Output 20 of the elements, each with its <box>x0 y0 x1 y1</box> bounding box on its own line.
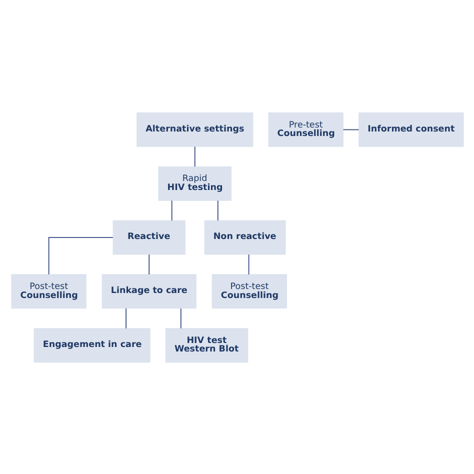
connector <box>180 308 181 328</box>
connector <box>170 200 172 220</box>
node-box: Informed consent <box>358 112 464 146</box>
node-box: Linkage to care <box>101 274 196 308</box>
node-box: Rapid HIV testing <box>158 166 232 200</box>
node-box: Non reactive <box>204 220 286 254</box>
node-box: HIV test Western Blot <box>164 328 248 362</box>
node-box: Post-test Counselling <box>211 274 287 308</box>
node-box: Alternative settings <box>136 112 253 146</box>
connector <box>216 200 218 220</box>
connector <box>48 236 112 274</box>
connector <box>148 254 150 274</box>
connector <box>342 128 358 130</box>
node-box: Pre-test Counselling <box>268 112 343 146</box>
connector <box>125 308 126 328</box>
connector <box>194 146 195 166</box>
node-box: Engagement in care <box>33 328 150 362</box>
node-box: Post-test Counselling <box>10 274 86 308</box>
connector <box>248 254 249 274</box>
node-box: Reactive <box>112 220 185 254</box>
